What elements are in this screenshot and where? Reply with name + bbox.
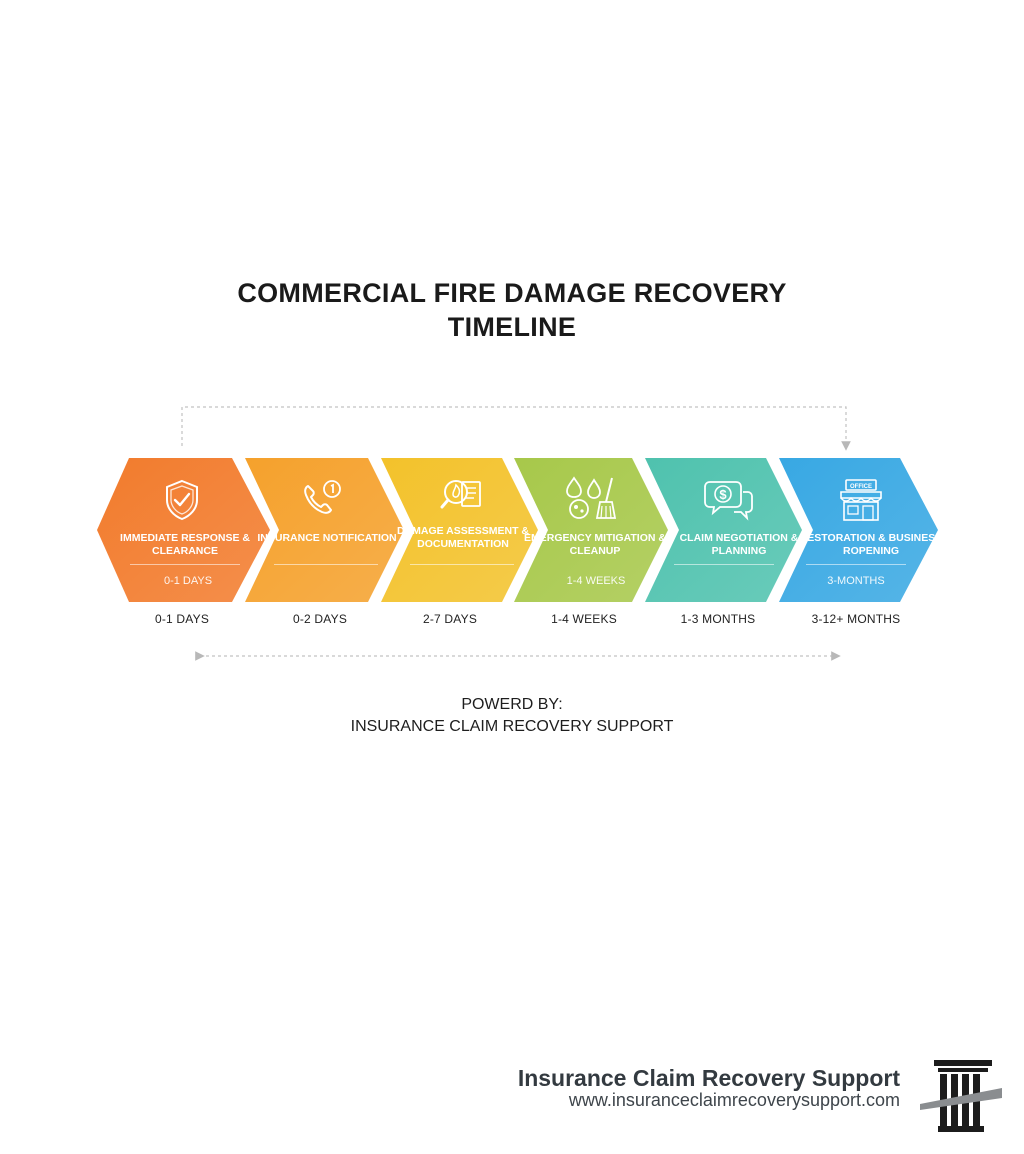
step-divider bbox=[130, 564, 240, 565]
step-chevron bbox=[97, 458, 270, 602]
shield-check-icon bbox=[166, 479, 198, 521]
water-broom-icon bbox=[566, 476, 617, 519]
duration-label: 3-12+ MONTHS bbox=[811, 612, 901, 626]
phone-icon bbox=[304, 480, 341, 514]
brand-name: Insurance Claim Recovery Support bbox=[517, 1065, 900, 1091]
dollar-chat-icon: $ bbox=[704, 481, 753, 521]
step-inner-duration: 0-1 DAYS bbox=[163, 575, 213, 587]
brand-url[interactable]: www.insuranceclaimrecoverysupport.com bbox=[568, 1090, 900, 1110]
step-label-claim-negotiation: CLAIM NEGOTIATION & PLANNING bbox=[679, 532, 799, 557]
step-divider bbox=[674, 564, 774, 565]
duration-label: 1-4 WEEKS bbox=[551, 612, 617, 626]
step-label-emergency-mitigation: EMERGENCY MITIGATION & CLEANUP bbox=[524, 532, 666, 557]
step-chevron bbox=[381, 458, 538, 602]
svg-text:$: $ bbox=[719, 487, 727, 502]
step-label-damage-assessment: DAMAGE ASSESSMENT & DOCUMENTATION bbox=[396, 525, 530, 550]
title-line-1: COMMERCIAL FIRE DAMAGE RECOVERY bbox=[237, 278, 787, 308]
step-chevron bbox=[245, 458, 404, 602]
step-label-restoration: RESTORATION & BUSINESS ROPENING bbox=[799, 532, 943, 557]
office-sign-text: OFFICE bbox=[850, 484, 872, 490]
powered-by-line-1: POWERD BY: bbox=[461, 696, 563, 713]
title-line-2: TIMELINE bbox=[447, 312, 577, 342]
powered-by-text: POWERD BY: INSURANCE CLAIM RECOVERY SUPP… bbox=[0, 694, 1024, 738]
duration-label: 0-1 DAYS bbox=[154, 612, 210, 626]
duration-label: 1-3 MONTHS bbox=[680, 612, 756, 626]
magnifier-document-icon bbox=[440, 480, 481, 509]
duration-label: 2-7 DAYS bbox=[422, 612, 478, 626]
step-divider bbox=[806, 564, 906, 565]
step-chevron bbox=[514, 458, 668, 602]
storefront-icon: OFFICE bbox=[840, 479, 882, 521]
step-inner-duration: 1-4 WEEKS bbox=[566, 575, 626, 587]
step-label-insurance-notification: INSURANCE NOTIFICATION bbox=[257, 532, 397, 544]
step-divider bbox=[410, 564, 514, 565]
diagram-title: COMMERCIAL FIRE DAMAGE RECOVERY TIMELINE bbox=[0, 276, 1024, 344]
column-logo-icon bbox=[920, 1060, 1002, 1132]
powered-by-line-2: INSURANCE CLAIM RECOVERY SUPPORT bbox=[350, 718, 674, 735]
step-divider bbox=[274, 564, 378, 565]
step-inner-duration: 3-MONTHS bbox=[827, 575, 885, 587]
step-chevron bbox=[779, 458, 938, 602]
duration-label: 0-2 DAYS bbox=[292, 612, 348, 626]
timeline-diagram bbox=[97, 406, 938, 661]
top-connector bbox=[181, 406, 851, 451]
step-label-immediate-response: IMMEDIATE RESPONSE & CLEARANCE bbox=[120, 532, 250, 557]
step-chevron bbox=[645, 458, 802, 602]
